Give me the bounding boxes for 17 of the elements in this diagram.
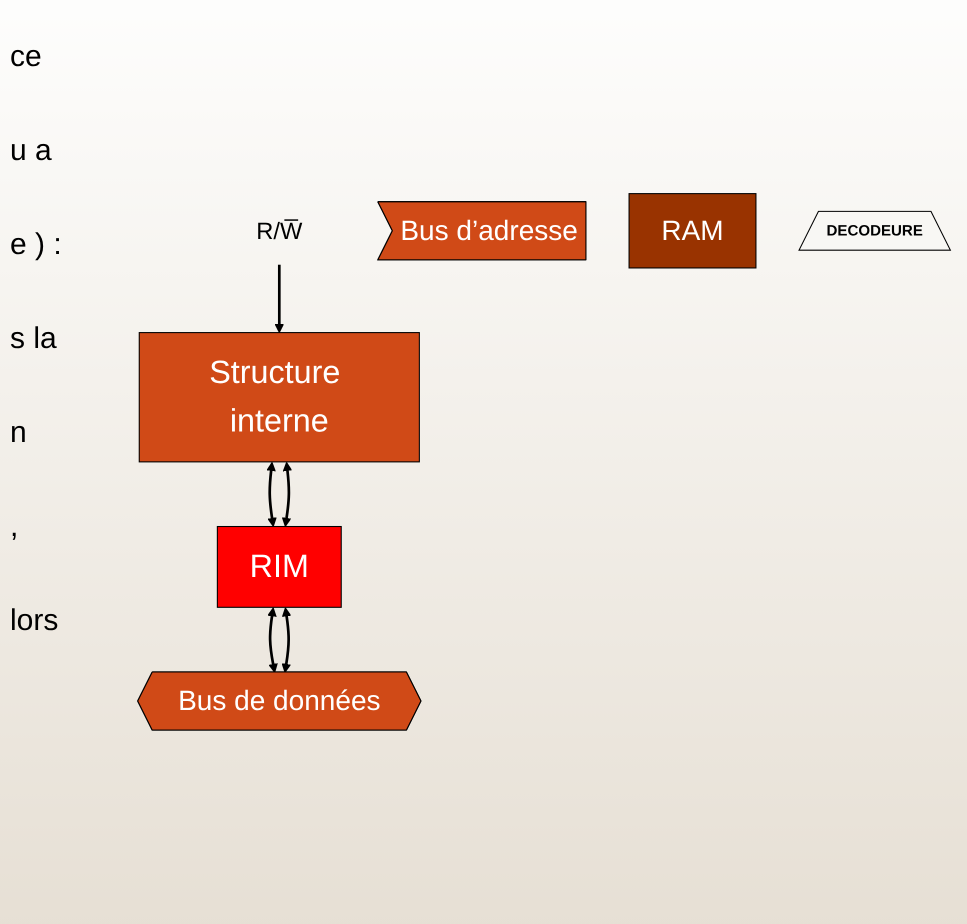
node-box <box>138 332 420 463</box>
arrow <box>281 462 292 528</box>
text-fragment: lors <box>10 604 60 638</box>
block-diagram: R/W̅ Bus d’adresse RAM DECODEURE Structure interne RIM Bus de données <box>128 185 958 739</box>
node-text: R/W̅ <box>256 217 302 244</box>
text-fragment: ce <box>10 40 43 74</box>
text-fragment: , <box>10 510 20 544</box>
arrow <box>266 462 276 528</box>
text-fragment: n <box>10 416 28 450</box>
text-fragment: e ) : <box>10 228 63 262</box>
arrow <box>274 264 284 334</box>
node-box <box>628 193 756 269</box>
arrow <box>281 607 291 674</box>
text-fragment: s la <box>10 322 58 356</box>
node-box <box>216 526 342 608</box>
arrow <box>266 607 278 674</box>
text-fragment: u a <box>10 134 53 168</box>
